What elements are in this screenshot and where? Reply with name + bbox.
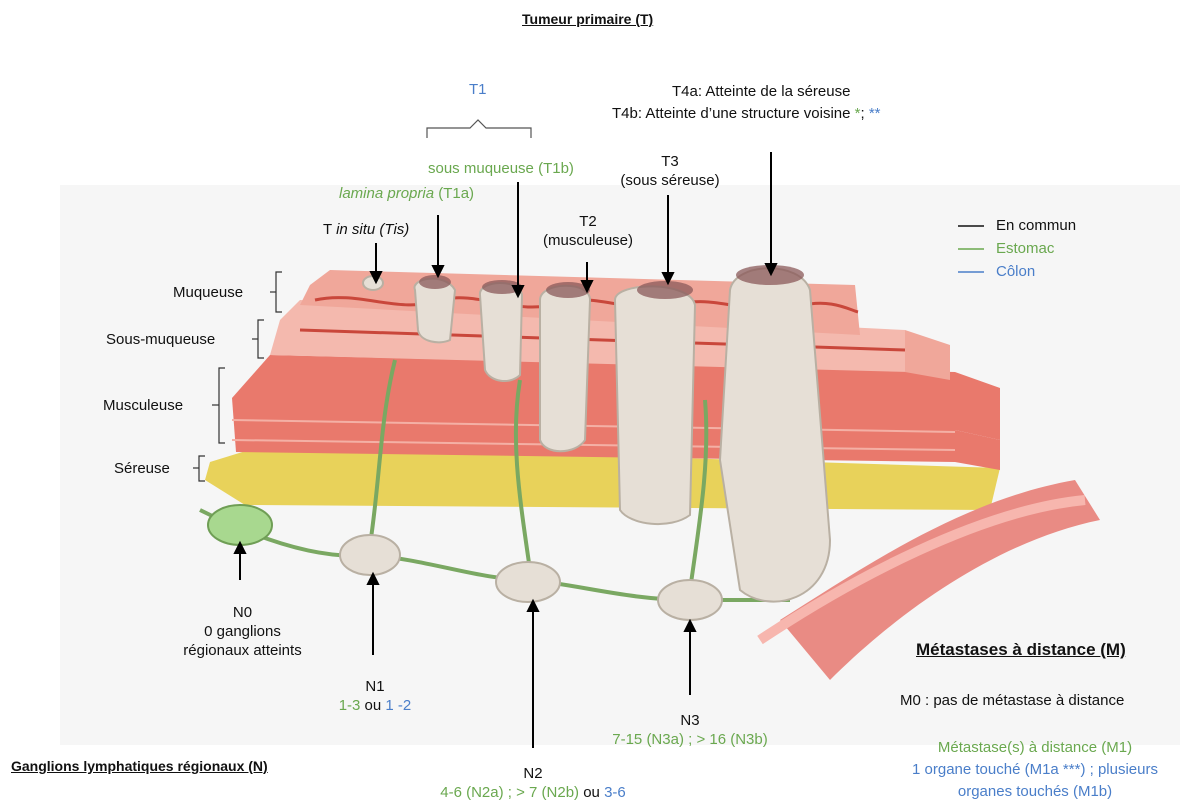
layer-sereuse: Séreuse <box>114 459 170 478</box>
t1-label: T1 <box>469 80 487 99</box>
legend-stomach: Estomac <box>996 239 1054 258</box>
t4b-label: T4b: Atteinte d’une structure voisine *;… <box>612 104 881 123</box>
legend-common: En commun <box>996 216 1076 235</box>
m1-label: Métastase(s) à distance (M1) <box>890 738 1180 757</box>
lymph-node-n0 <box>208 505 272 545</box>
tumor-t2 <box>540 286 590 452</box>
n-section-title: Ganglions lymphatiques régionaux (N) <box>11 757 268 776</box>
t1-bracket <box>427 120 531 138</box>
t1b-label: sous muqueuse (T1b) <box>428 159 574 178</box>
tumor-t1b <box>480 283 522 381</box>
page-title: Tumeur primaire (T) <box>522 10 653 29</box>
n3-label: N3 7-15 (N3a) ; > 16 (N3b) <box>590 711 790 749</box>
n2-label: N2 4-6 (N2a) ; > 7 (N2b) ou 3-6 <box>413 764 653 802</box>
m1a-label: 1 organe touché (M1a ***) ; plusieurs <box>890 760 1180 779</box>
layer-musculeuse: Musculeuse <box>103 396 183 415</box>
m1b-label: organes touchés (M1b) <box>890 782 1180 801</box>
tumor-t3 <box>615 286 695 524</box>
t3-label: T3(sous séreuse) <box>605 152 735 190</box>
tis-label: T in situ (Tis) <box>323 220 409 239</box>
n0-label: N0 0 ganglions régionaux atteints <box>160 603 325 660</box>
layer-sous-muqueuse: Sous-muqueuse <box>106 330 215 349</box>
t1a-label: lamina propria (T1a) <box>339 184 474 203</box>
m-section-title: Métastases à distance (M) <box>916 640 1126 660</box>
m0-label: M0 : pas de métastase à distance <box>900 691 1124 710</box>
t4a-label: T4a: Atteinte de la séreuse <box>672 82 850 101</box>
lymph-node-n1 <box>340 535 400 575</box>
t2-label: T2(musculeuse) <box>528 212 648 250</box>
n1-label: N1 1-3 ou 1 -2 <box>305 677 445 715</box>
legend-colon: Côlon <box>996 262 1035 281</box>
layer-muqueuse: Muqueuse <box>173 283 243 302</box>
lymph-node-n2 <box>496 562 560 602</box>
lymph-node-n3 <box>658 580 722 620</box>
